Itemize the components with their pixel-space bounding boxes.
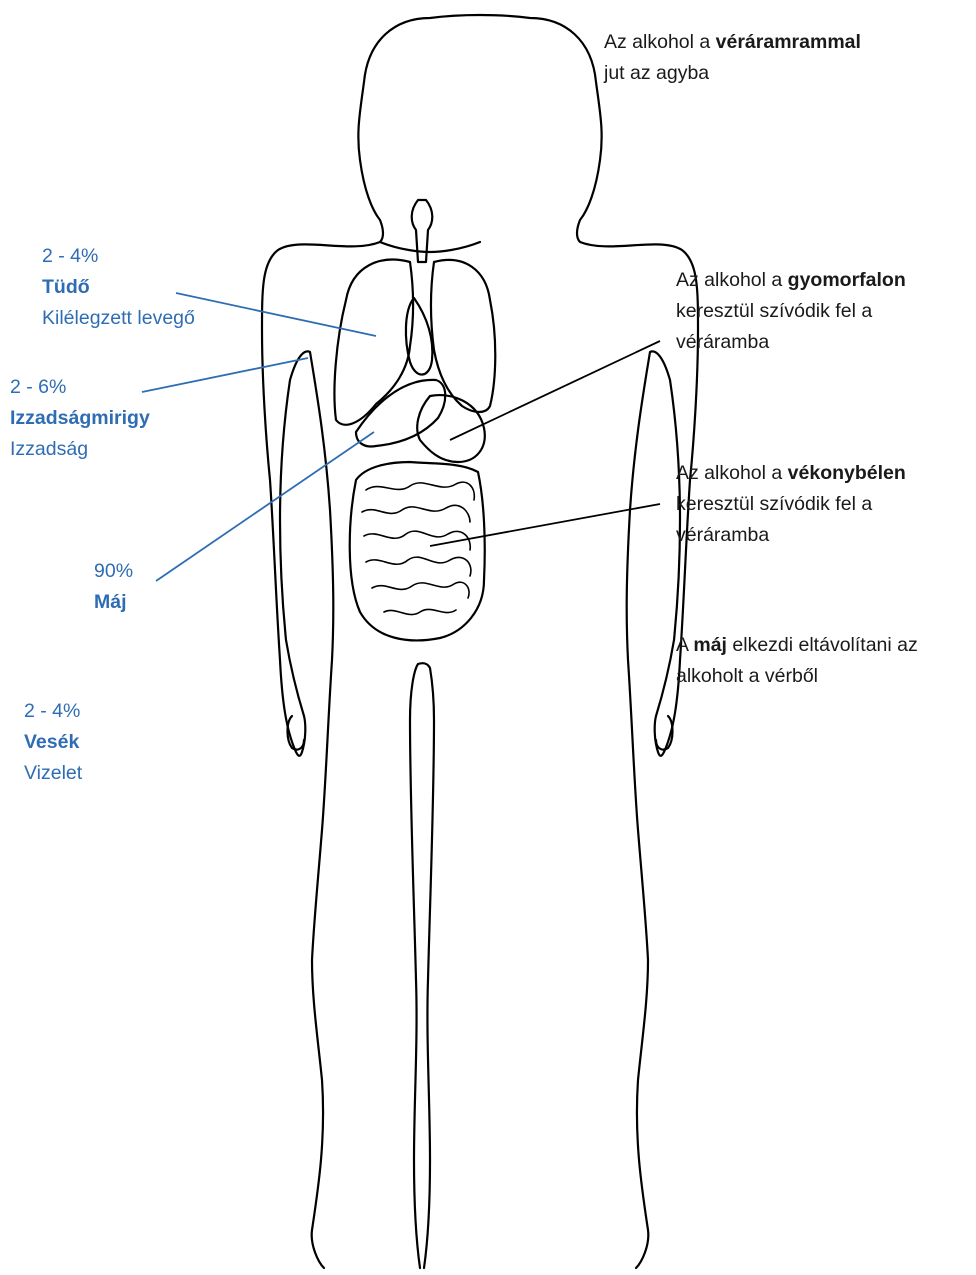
- stomach-note: Az alkohol a gyomorfalon keresztül szívó…: [676, 265, 906, 358]
- lungs-percent: 2 - 4%: [42, 241, 195, 272]
- sweat-glands-output: Izzadság: [10, 434, 150, 465]
- lungs-organ: Tüdő: [42, 272, 195, 303]
- small-intestine-line3: véráramba: [676, 520, 906, 551]
- small-intestine-line1: Az alkohol a vékonybélen: [676, 458, 906, 489]
- bloodstream-prefix: Az alkohol a: [604, 31, 716, 53]
- liver-percent: 90%: [94, 556, 133, 587]
- liver-note-line1: A máj elkezdi eltávolítani az: [676, 630, 918, 661]
- stomach-line1: Az alkohol a gyomorfalon: [676, 265, 906, 296]
- sweat-glands-percent: 2 - 6%: [10, 372, 150, 403]
- body-outline: [262, 15, 698, 1268]
- stomach-line2: keresztül szívódik fel a: [676, 296, 906, 327]
- right-lung: [431, 260, 495, 412]
- kidneys-output: Vizelet: [24, 758, 82, 789]
- kidneys-label: 2 - 4% Vesék Vizelet: [24, 696, 82, 789]
- left-lung: [334, 260, 413, 425]
- sweat-glands-organ: Izzadságmirigy: [10, 403, 150, 434]
- liver-note-suffix: elkezdi eltávolítani az: [727, 634, 918, 656]
- lungs-label: 2 - 4% Tüdő Kilélegzett levegő: [42, 241, 195, 334]
- liver-organ: Máj: [94, 587, 133, 618]
- liver-note-prefix: A: [676, 634, 693, 656]
- small-intestine-prefix: Az alkohol a: [676, 462, 788, 484]
- bloodstream-line2: jut az agyba: [604, 58, 861, 89]
- small-intestine-line2: keresztül szívódik fel a: [676, 489, 906, 520]
- small-intestine-bold: vékonybélen: [788, 462, 906, 484]
- stomach-line3: véráramba: [676, 327, 906, 358]
- kidneys-percent: 2 - 4%: [24, 696, 82, 727]
- liver: [356, 380, 445, 447]
- liver-note: A máj elkezdi eltávolítani az alkoholt a…: [676, 630, 918, 692]
- bloodstream-line1: Az alkohol a véráramrammal: [604, 27, 861, 58]
- bloodstream-bold: véráramrammal: [716, 31, 861, 53]
- leader-sweat-glands: [142, 358, 308, 392]
- stomach-bold: gyomorfalon: [788, 269, 906, 291]
- heart: [406, 298, 432, 375]
- sweat-glands-label: 2 - 6% Izzadságmirigy Izzadság: [10, 372, 150, 465]
- leader-stomach: [450, 341, 660, 440]
- lungs-output: Kilélegzett levegő: [42, 303, 195, 334]
- liver-note-line2: alkoholt a vérből: [676, 661, 918, 692]
- kidneys-organ: Vesék: [24, 727, 82, 758]
- inner-legs: [410, 663, 434, 1268]
- bloodstream-note: Az alkohol a véráramrammal jut az agyba: [604, 27, 861, 89]
- leader-liver: [156, 432, 374, 581]
- intestine-coils: [362, 482, 474, 614]
- liver-note-bold: máj: [693, 634, 727, 656]
- neck: [380, 242, 480, 252]
- stomach-prefix: Az alkohol a: [676, 269, 788, 291]
- small-intestine-note: Az alkohol a vékonybélen keresztül szívó…: [676, 458, 906, 551]
- liver-label: 90% Máj: [94, 556, 133, 618]
